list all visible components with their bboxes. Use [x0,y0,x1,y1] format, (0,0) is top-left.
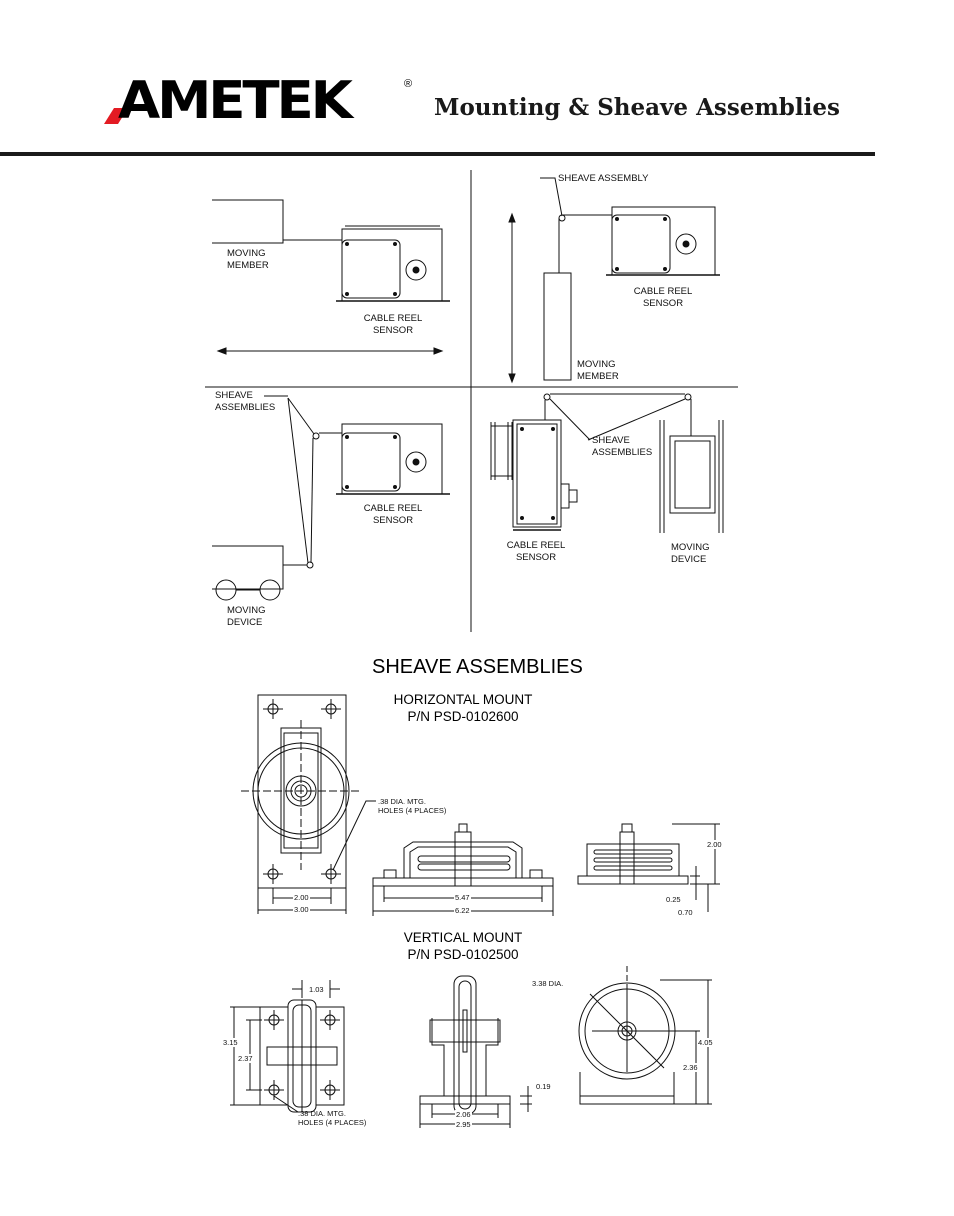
v-dim-e: 2.06 [455,1110,472,1119]
vertical-mount-front [419,975,532,1128]
brand-name: AMETEK [118,71,353,131]
v-dim-b: 3.15 [223,1038,238,1047]
v-dim-d: 0.19 [536,1082,551,1091]
vertical-mount-end [578,966,712,1105]
h-dim-e: 2.00 [707,840,722,849]
h-dim-g: 0.70 [678,908,693,917]
horizontal-mount-end [577,823,720,912]
horizontal-mount-front [241,694,376,914]
horizontal-mount-side [372,823,554,916]
label-sheave-assembly-tr: SHEAVE ASSEMBLY [558,173,649,184]
diagram-top-right [508,177,720,384]
v-dim-c: 2.37 [238,1054,253,1063]
page-title: Mounting & Sheave Assemblies [434,94,840,121]
v-holes-note: .38 DIA. MTG.HOLES (4 PLACES) [298,1109,367,1127]
registered-mark: ® [404,78,413,90]
diagram-bottom-left [212,395,450,601]
diagram-top-left [212,199,450,355]
v-dim-f: 2.95 [455,1120,472,1129]
diagram-bottom-right [490,393,724,533]
h-dim-a: 2.00 [293,893,310,902]
brand-logo-text: AMETEK [118,71,353,131]
vertical-mount-side [230,980,345,1113]
header-rule [0,152,875,156]
h-holes-note: .38 DIA. MTG.HOLES (4 PLACES) [378,797,447,815]
h-dim-b: 3.00 [293,905,310,914]
h-dim-d: 6.22 [454,906,471,915]
logo-red-accent [104,108,128,124]
h-dim-f: 0.25 [666,895,681,904]
ametek-logo [104,108,128,124]
section-title: SHEAVE ASSEMBLIES [372,656,583,678]
v-dim-a: 1.03 [309,985,324,994]
v-dim-i: 2.36 [683,1063,698,1072]
h-dim-c: 5.47 [454,893,471,902]
v-dim-h: 4.05 [698,1038,713,1047]
v-dim-g: 3.38 DIA. [532,979,564,988]
